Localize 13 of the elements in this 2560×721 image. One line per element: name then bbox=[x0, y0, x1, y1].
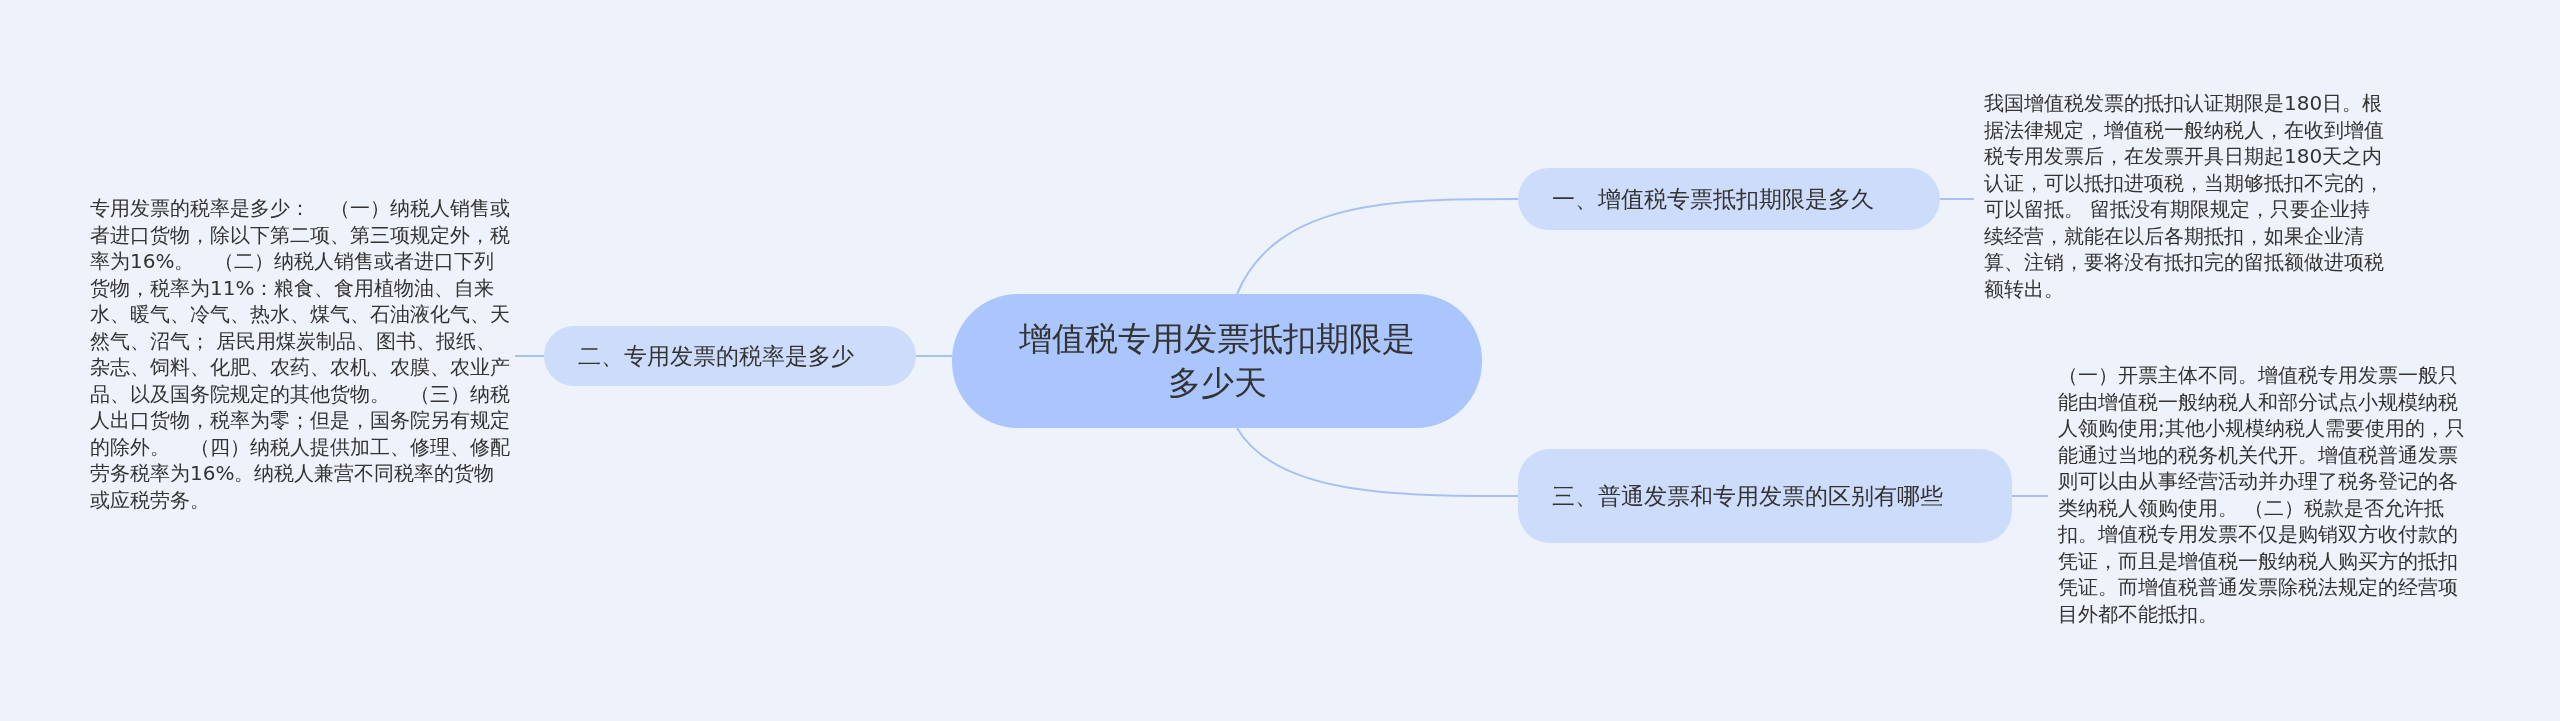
connector-line bbox=[1236, 427, 1519, 497]
central-topic: 增值税专用发票抵扣期限是多少天 bbox=[952, 294, 1482, 428]
connector-line bbox=[514, 355, 545, 357]
leaf-text: （一）开票主体不同。增值税专用发票一般只能由增值税一般纳税人和部分试点小规模纳税人领购使用;其他小规模纳税人需要使用的，只能通过当地的税务机关代开。增值税普通发票则可以由从事经营活动并办理了税务登记的各类纳税人领购使用。 （二）税款是否允许抵扣。增值税专用发票不仅是购销双方收付款的凭证，而且是增值税一般纳税人购买方的抵扣凭证。而增值税普通发票除税法规定的经营项目外都不能抵扣。 bbox=[2058, 362, 2468, 632]
connector-line bbox=[1939, 198, 1975, 200]
branch-topic: 二、专用发票的税率是多少 bbox=[544, 326, 916, 386]
connector-line bbox=[2011, 495, 2049, 497]
connector-line bbox=[1236, 198, 1519, 295]
leaf-text: 专用发票的税率是多少： （一）纳税人销售或者进口货物，除以下第二项、第三项规定外，税率为16%。 （二）纳税人销售或者进口下列货物，税率为11%：粮食、食用植物油、自来水、暖气、冷气、热水、煤气、石油液化气、天然气、沼气； 居民用煤炭制品、图书、报纸、杂志、饲料、化肥、农药、农机、农膜、农业产品、以及国务院规定的其他货物。 （三）纳税人出口货物，税率为零；但是，国务院另有规定的除外。 （四）纳税人提供加工、修理、修配劳务税率为16%。纳税人兼营不同税率的货物或应税劳务。 bbox=[90, 195, 510, 517]
leaf-text: 我国增值税发票的抵扣认证期限是180日。根据法律规定，增值税一般纳税人，在收到增值税专用发票后，在发票开具日期起180天之内认证，可以抵扣进项税，当期够抵扣不完的，可以留抵。 留抵没有期限规定，只要企业持续经营，就能在以后各期抵扣，如果企业清算、注销，要将没有抵扣完的留抵额做进项税额转出。 bbox=[1984, 90, 2384, 312]
branch-topic: 三、普通发票和专用发票的区别有哪些 bbox=[1518, 449, 2012, 543]
connector-line bbox=[915, 355, 953, 357]
branch-topic: 一、增值税专票抵扣期限是多久 bbox=[1518, 168, 1940, 230]
